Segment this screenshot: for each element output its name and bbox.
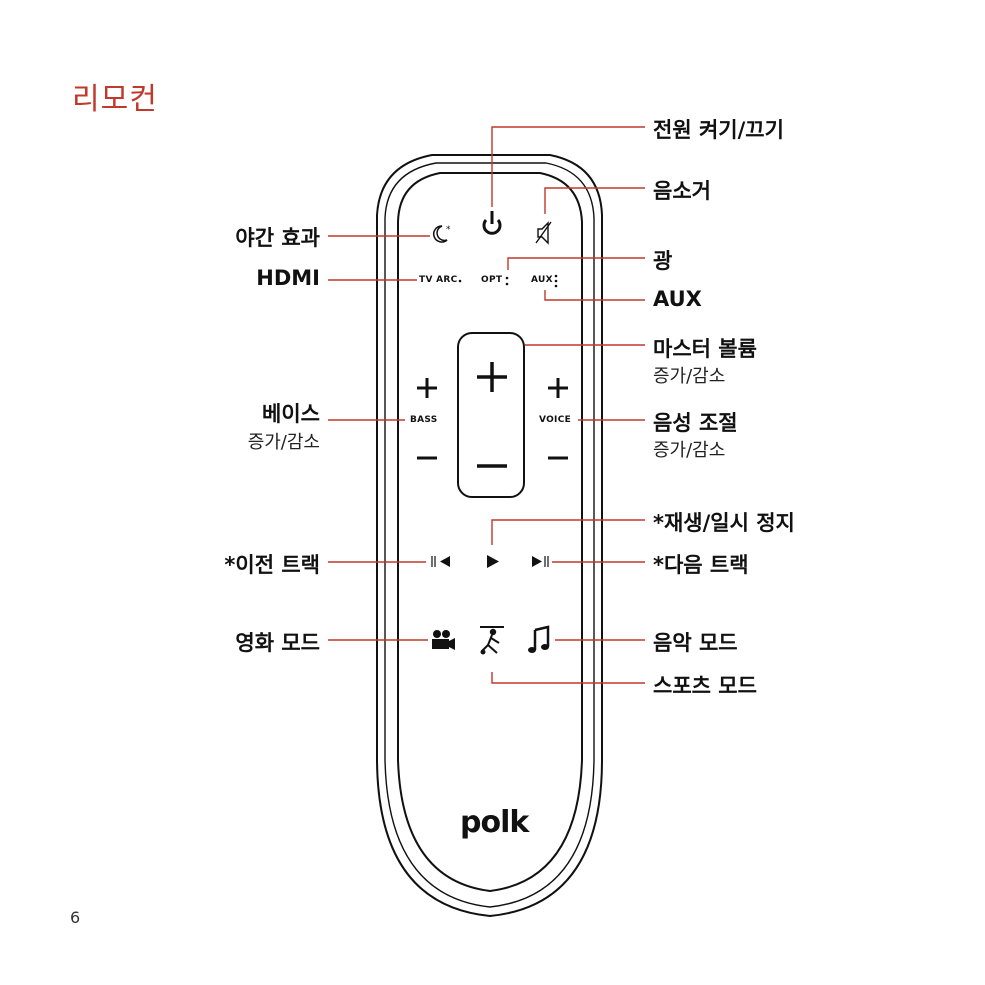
voice-plus-icon <box>548 378 568 398</box>
music-mode-label: 음악 모드 <box>653 631 738 655</box>
movie-camera-icon <box>432 630 455 650</box>
mute-label: 음소거 <box>653 179 711 203</box>
optical-label: 광 <box>653 249 673 273</box>
leader-lines <box>328 126 645 684</box>
previous-track-icon <box>431 556 450 567</box>
music-note-icon <box>528 625 550 653</box>
night-effect-label: 야간 효과 <box>235 226 320 250</box>
remote-aux-label: AUX <box>531 275 553 285</box>
hdmi-label: HDMI <box>256 266 320 290</box>
page-title: 리모컨 <box>72 82 158 117</box>
moon-icon: * <box>432 225 451 243</box>
remote-opt-label: OPT <box>481 275 503 285</box>
next-track-icon <box>532 556 549 567</box>
page-number: 6 <box>70 908 81 927</box>
remote-voice-label: VOICE <box>539 415 572 425</box>
voice-label: 음성 조절 <box>653 411 738 435</box>
volume-plus-icon <box>477 362 507 392</box>
mute-icon <box>535 221 552 245</box>
master-volume-rocker <box>457 332 525 498</box>
power-icon <box>482 211 502 235</box>
bass-label: 베이스 <box>262 402 320 426</box>
play-icon <box>487 555 499 568</box>
bass-plus-icon <box>417 378 437 398</box>
brand-logo: polk <box>460 805 529 840</box>
sports-icon <box>480 626 504 655</box>
next-track-label: *다음 트랙 <box>653 553 749 577</box>
play-pause-label: *재생/일시 정지 <box>653 511 795 535</box>
power-label: 전원 켜기/끄기 <box>653 118 784 142</box>
bass-sub: 증가/감소 <box>247 432 320 453</box>
master-volume-label: 마스터 볼륨 <box>653 337 757 361</box>
previous-track-label: *이전 트랙 <box>224 553 320 577</box>
sports-mode-label: 스포츠 모드 <box>653 674 757 698</box>
movie-mode-label: 영화 모드 <box>235 631 320 655</box>
svg-text:*: * <box>446 225 451 235</box>
master-volume-sub: 증가/감소 <box>653 366 726 387</box>
voice-sub: 증가/감소 <box>653 440 726 461</box>
aux-label: AUX <box>653 287 702 311</box>
remote-bass-label: BASS <box>410 415 438 425</box>
remote-tv-arc-label: TV ARC <box>419 275 458 285</box>
